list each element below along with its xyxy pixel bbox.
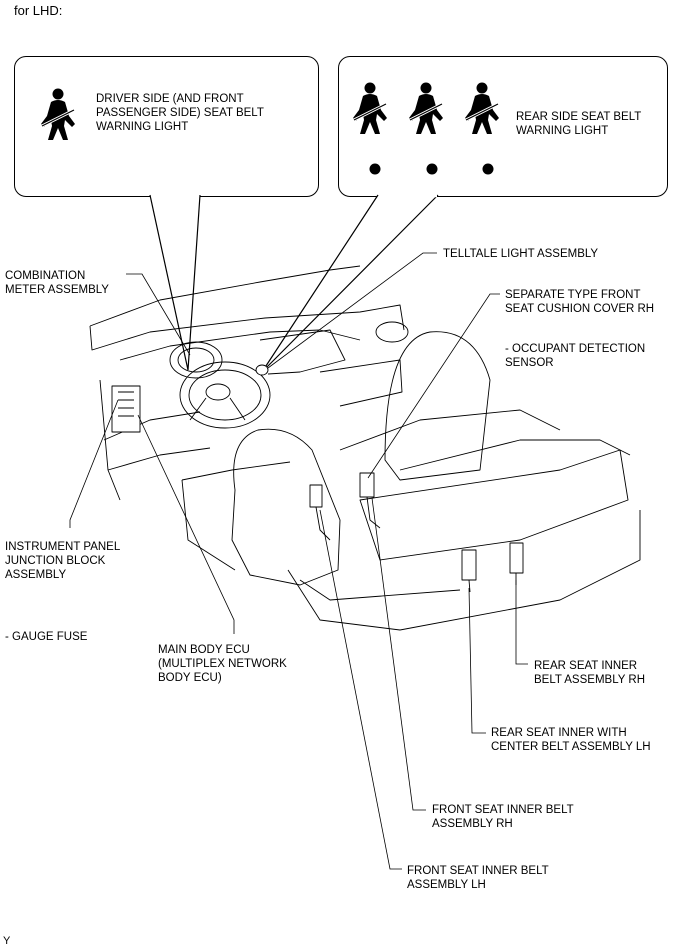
vehicle-interior: [89, 265, 641, 631]
front-inner-belt-rh-label: FRONT SEAT INNER BELT ASSEMBLY RH: [432, 804, 574, 830]
leader-rear-inner-rh: [515, 580, 528, 665]
rear-indicator-dot-2: [426, 163, 438, 175]
combination-meter-label: COMBINATION METER ASSEMBLY: [5, 270, 109, 296]
rear-warning-light-label: REAR SIDE SEAT BELT WARNING LIGHT: [516, 111, 642, 137]
leader-front-inner-lh: [319, 509, 402, 870]
leader-junction-block: [69, 399, 119, 528]
leader-combination-meter: [126, 273, 191, 356]
telltale-light-label: TELLTALE LIGHT ASSEMBLY: [443, 248, 599, 260]
leader-rear-center-lh: [468, 587, 486, 734]
driver-warning-light-callout: [14, 56, 319, 197]
rear-inner-belt-rh-label: REAR SEAT INNER BELT ASSEMBLY RH: [534, 660, 646, 686]
rear-seat-belt-icon-1: [351, 81, 389, 136]
leader-main-body-ecu: [137, 414, 235, 634]
rear-seat-belt-icon-3: [463, 81, 501, 136]
seat-cushion-cover-label: SEPARATE TYPE FRONT SEAT CUSHION COVER R…: [505, 289, 655, 315]
rear-warning-light-callout: [338, 56, 668, 197]
leader-lines: [69, 252, 528, 870]
page-header: for LHD:: [14, 3, 63, 18]
driver-warning-light-label: DRIVER SIDE (AND FRONT PASSENGER SIDE) S…: [96, 93, 264, 133]
rear-indicator-dot-3: [482, 163, 494, 175]
leader-front-inner-rh: [371, 497, 426, 811]
rear-callout-pointer: [261, 194, 439, 373]
leader-telltale: [267, 252, 437, 369]
main-body-ecu-label: MAIN BODY ECU (MULTIPLEX NETWORK BODY EC…: [158, 644, 287, 684]
figure-code: Y: [3, 935, 11, 947]
occupant-sensor-label: - OCCUPANT DETECTION SENSOR: [505, 343, 646, 369]
rear-seat-belt-icon-2: [407, 81, 445, 136]
rear-center-belt-lh-label: REAR SEAT INNER WITH CENTER BELT ASSEMBL…: [491, 727, 651, 753]
driver-callout-pointer: [149, 194, 201, 371]
leader-cushion-cover: [367, 293, 500, 479]
gauge-fuse-label: - GAUGE FUSE: [5, 631, 88, 643]
front-inner-belt-lh-label: FRONT SEAT INNER BELT ASSEMBLY LH: [407, 865, 549, 891]
seat-belt-warning-icon: [39, 87, 77, 142]
junction-block-label: INSTRUMENT PANEL JUNCTION BLOCK ASSEMBLY: [5, 541, 121, 581]
rear-indicator-dot-1: [369, 163, 381, 175]
